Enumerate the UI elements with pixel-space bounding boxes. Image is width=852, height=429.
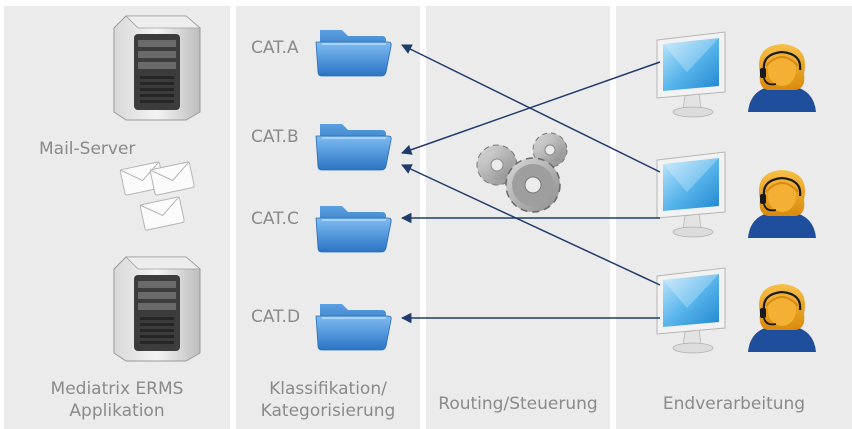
erms-label-line2: Applikation: [69, 401, 165, 421]
folder-icon: [315, 205, 392, 253]
monitor-icon: [656, 151, 726, 238]
monitor-icon: [656, 267, 726, 354]
category-label-b: CAT.B: [251, 127, 299, 147]
arrow-agent3-to-cat-b: [401, 164, 661, 286]
agents-label: Endverarbeitung: [662, 394, 806, 414]
arrow-agent2-to-cat-a: [401, 44, 661, 173]
classification-label-line2: Kategorisierung: [260, 401, 396, 421]
arrow-agent1-to-cat-b: [401, 61, 661, 155]
monitor-icon: [656, 31, 726, 118]
classification-label: Klassifikation/ Kategorisierung: [236, 378, 420, 422]
erms-label: Mediatrix ERMS Applikation: [4, 378, 230, 422]
category-label-d: CAT.D: [251, 307, 301, 327]
classification-label-line1: Klassifikation/: [269, 379, 387, 399]
envelope-icon: [119, 161, 196, 231]
category-label-c: CAT.C: [251, 209, 299, 229]
agent-headset-icon: [746, 282, 818, 354]
erms-server-icon: [113, 256, 201, 362]
folder-icon: [315, 29, 392, 77]
mail-server-icon: [113, 15, 201, 121]
routing-label: Routing/Steuerung: [438, 394, 598, 414]
category-label-a: CAT.A: [251, 38, 299, 58]
erms-label-line1: Mediatrix ERMS: [50, 379, 184, 399]
gears-icon: [476, 132, 568, 213]
folder-icon: [315, 303, 392, 351]
mail-server-label: Mail-Server: [39, 139, 136, 159]
folder-icon: [315, 123, 392, 171]
agent-headset-icon: [746, 168, 818, 240]
agent-headset-icon: [746, 42, 818, 114]
